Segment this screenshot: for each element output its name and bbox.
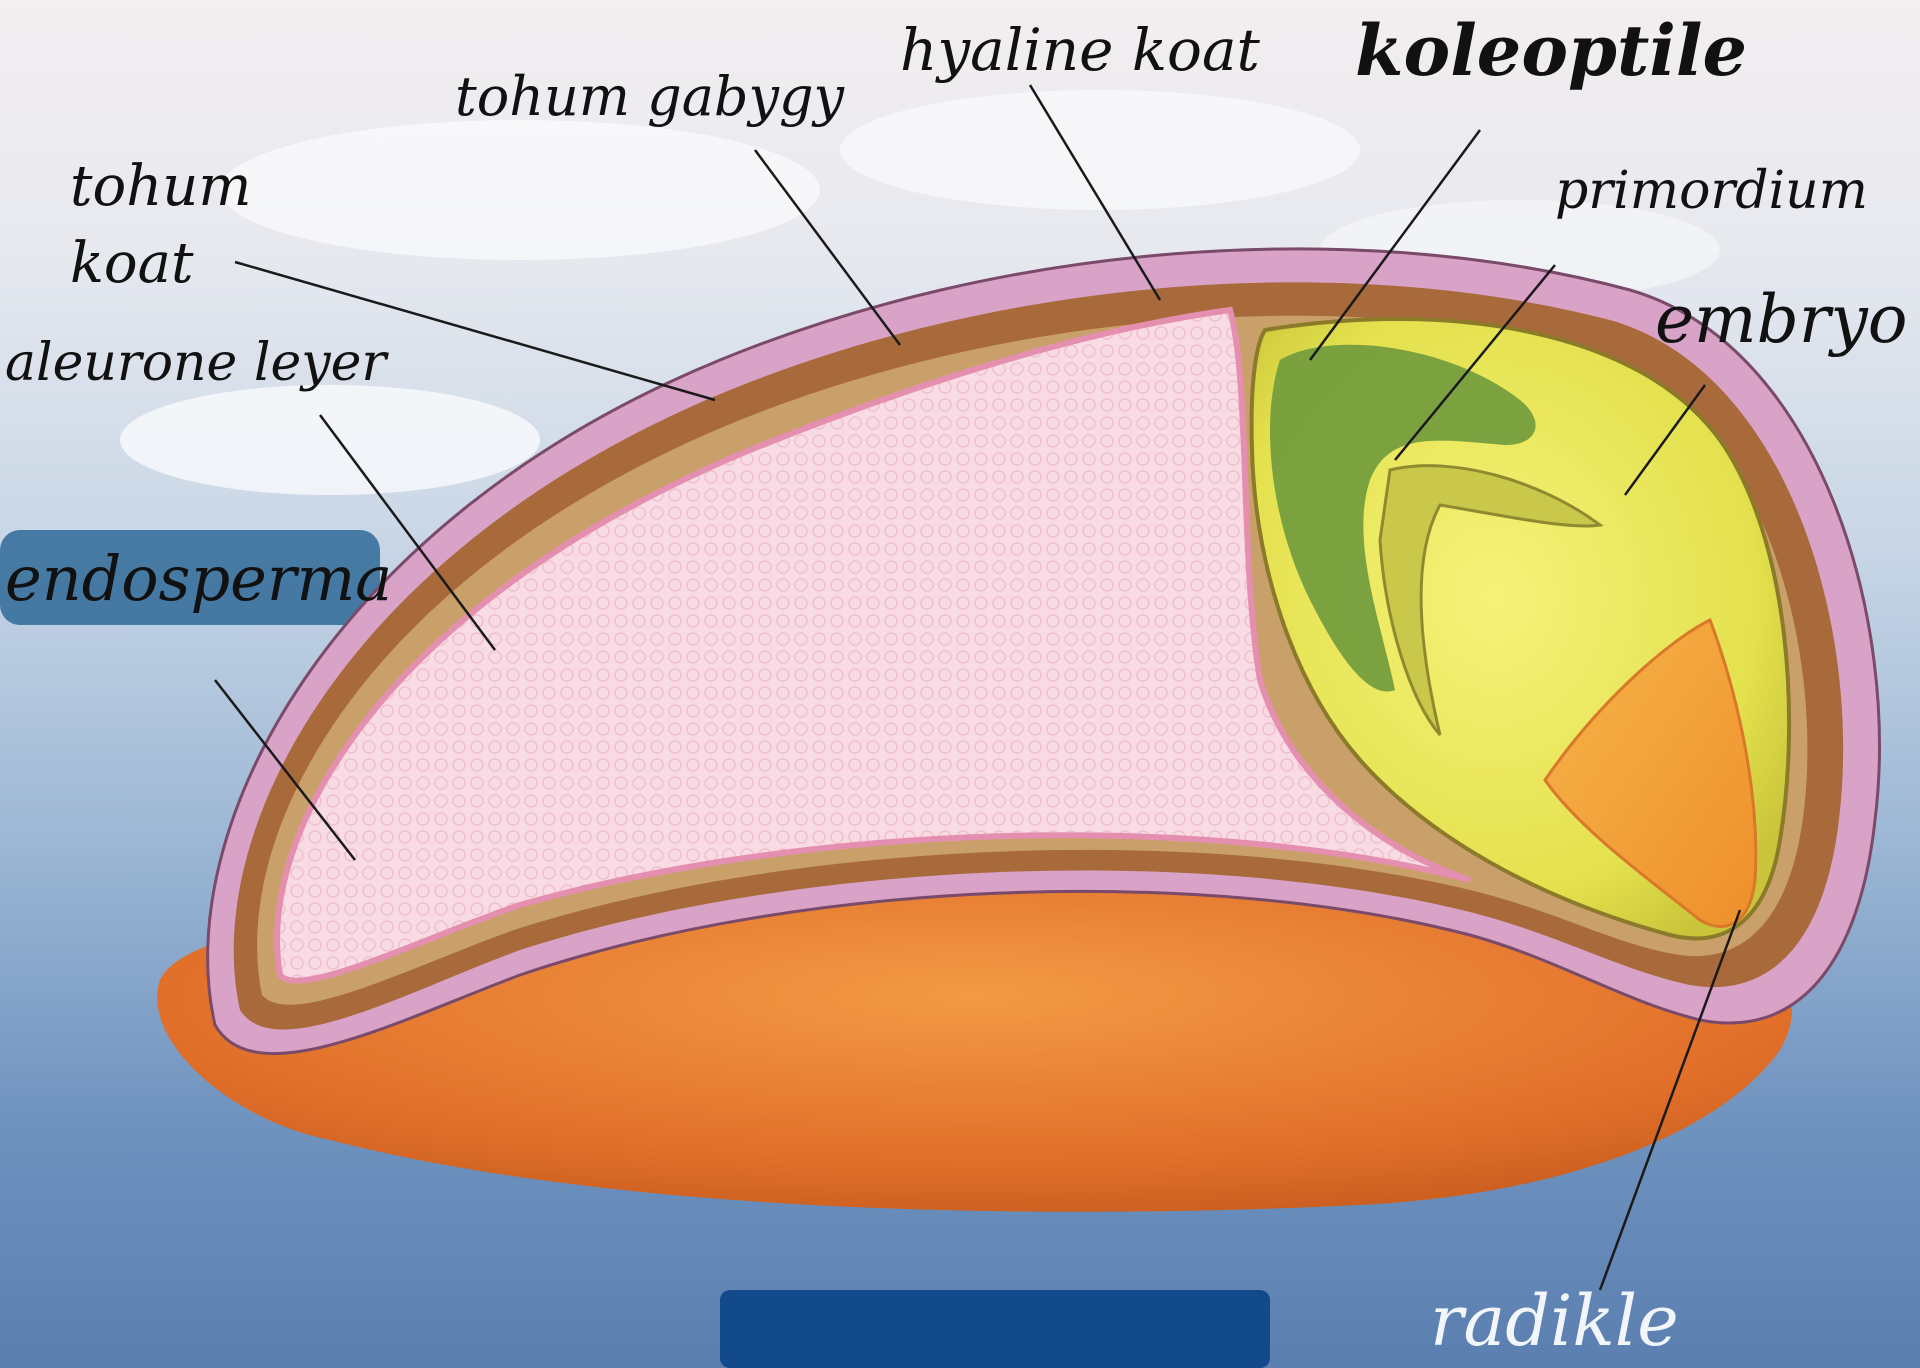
label-radikle: radikle [1430,1280,1679,1362]
label-embryo: embryo [1655,281,1907,358]
label-koat: koat [70,231,194,296]
label-endosperma: endosperma [5,542,392,615]
label-aleurone-leyer: aleurone leyer [5,333,389,393]
label-tohum: tohum [70,154,251,219]
bottom-dark-patch [720,1290,1270,1368]
label-hyaline-koat: hyaline koat [900,16,1261,84]
label-koleoptile: koleoptile [1355,9,1747,92]
label-tohum-gabygy: tohum gabygy [455,65,846,128]
label-primordium: primordium [1555,161,1868,221]
